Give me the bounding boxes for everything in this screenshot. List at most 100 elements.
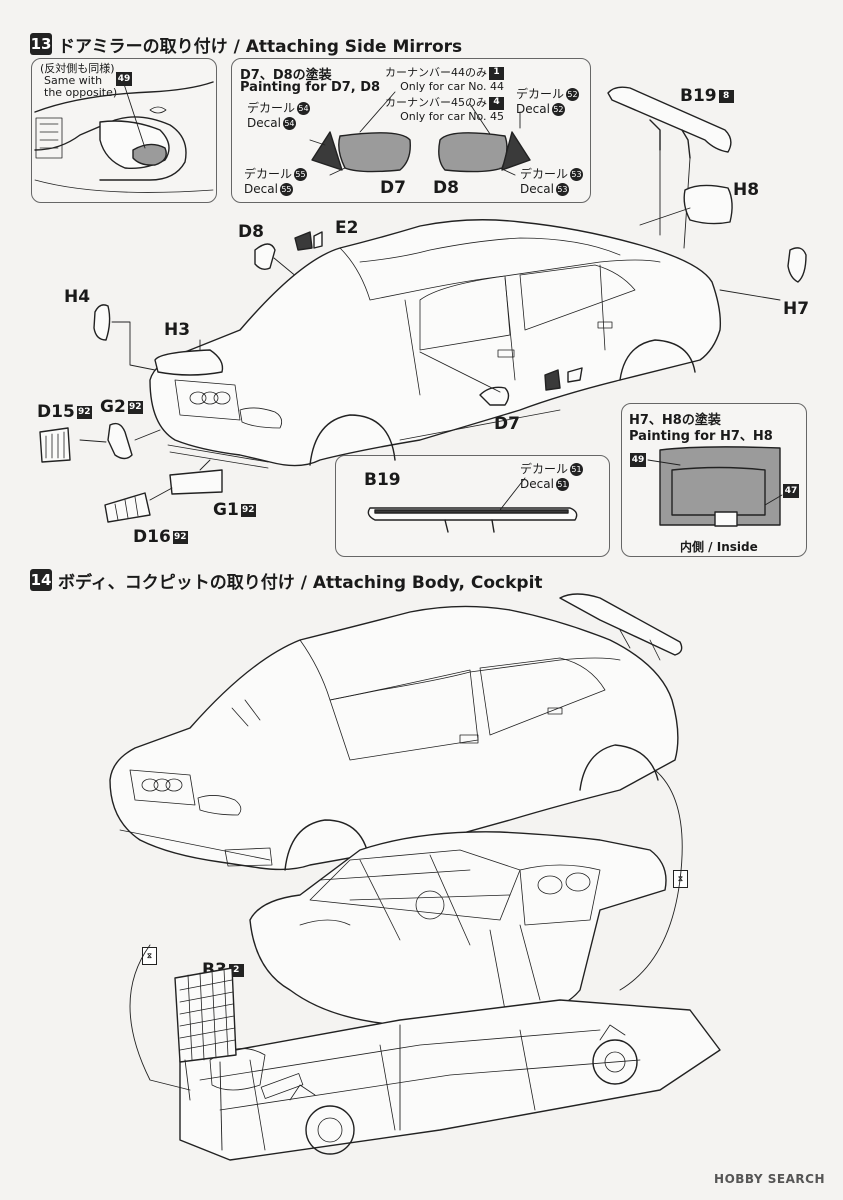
step-14-title: ボディ、コクピットの取り付け / Attaching Body, Cockpit	[58, 572, 543, 593]
car45-paint: 4	[489, 96, 504, 110]
d16-text: D16	[133, 527, 171, 547]
decal-54-num: 54	[297, 102, 311, 115]
b19-decal-box	[335, 455, 610, 557]
inset-paint-49: 49	[116, 72, 132, 86]
decal-51-jp: デカール	[520, 462, 569, 476]
e2-part	[294, 231, 313, 251]
mirror-paint-drawings	[309, 91, 531, 176]
h3-part	[154, 349, 224, 376]
h8-part	[683, 184, 733, 225]
decal-51-en: Decal	[520, 477, 554, 491]
h7h8-paint-49: 49	[630, 453, 646, 467]
mirror-paint-title-en: Painting for D7, D8	[240, 80, 381, 95]
d15-part	[39, 427, 71, 463]
h7h8-paint-47: 47	[783, 484, 799, 498]
decal-52-en: Decal	[516, 102, 550, 116]
step-13-title: ドアミラーの取り付け / Attaching Side Mirrors	[58, 36, 463, 57]
decal-55-en: Decal	[244, 182, 278, 196]
inset-mirror-drawing	[34, 81, 214, 193]
g1-part	[169, 469, 223, 495]
b19-text: B19	[680, 86, 717, 106]
d15-paint: 92	[76, 405, 92, 419]
mirror-painting-box	[231, 58, 591, 203]
b19-wing-drawing	[607, 86, 732, 249]
inset-note-en-2: the opposite)	[44, 86, 118, 99]
decal-51-num-2: 51	[555, 478, 569, 491]
d8-part	[254, 243, 276, 271]
mirror-paint-title-jp: D7、D8の塗装	[240, 68, 332, 83]
g2-paint: 92	[127, 400, 143, 414]
car44-en: Only for car No. 44	[400, 79, 504, 93]
e3-part	[544, 369, 561, 391]
cockpit-tub	[249, 831, 667, 1026]
inset-note-en-1: Same with	[44, 74, 103, 87]
b19-box-label: B19	[364, 470, 401, 490]
decal-52-jp: デカール	[516, 87, 565, 101]
decal-54-jp: デカール	[247, 101, 296, 115]
h7h8-title-jp: H7、H8の塗装	[629, 413, 721, 428]
g1-paint: 92	[240, 503, 256, 517]
g2-text: G2	[100, 397, 126, 417]
d16-part	[104, 492, 151, 523]
watermark: HOBBY SEARCH	[714, 1172, 825, 1186]
b19-paint: 8	[718, 89, 734, 103]
decal-54-num-2: 54	[282, 117, 296, 130]
step-14-header: 14 ボディ、コクピットの取り付け / Attaching Body, Cock…	[30, 567, 543, 593]
h7h8-inside: 内側 / Inside	[680, 540, 758, 554]
decal-53-num-2: 53	[555, 183, 569, 196]
label-h7: H7	[783, 299, 810, 319]
label-h4: H4	[64, 287, 91, 307]
guide-lines	[129, 769, 683, 1151]
inset-note-jp: (反対側も同様)	[40, 62, 115, 75]
decal-51-num: 51	[570, 463, 584, 476]
d15-text: D15	[37, 402, 75, 422]
h7h8-inside-drawing	[647, 446, 783, 527]
label-h3: H3	[164, 320, 191, 340]
b19-box-wing	[367, 477, 578, 533]
h7h8-title-en: Painting for H7、H8	[629, 429, 773, 444]
decal-55-num-2: 55	[279, 183, 293, 196]
label-d8: D8	[238, 222, 264, 242]
car45-en: Only for car No. 45	[400, 109, 504, 123]
car-body-step13	[149, 219, 722, 469]
chassis	[179, 999, 721, 1161]
h4-part	[93, 304, 111, 341]
label-h8: H8	[733, 180, 760, 200]
decal-53-num: 53	[570, 168, 584, 181]
label-e2: E2	[335, 218, 359, 238]
car44-jp: カーナンバー44のみ	[385, 66, 487, 79]
d16-paint: 92	[172, 530, 188, 544]
g2-part	[107, 422, 133, 460]
b3-grille	[174, 967, 237, 1063]
step-14-number: 14	[30, 569, 52, 591]
decal-52-num: 52	[566, 88, 580, 101]
h7-part	[787, 247, 807, 283]
paint-box-d8: D8	[433, 178, 459, 198]
car-body-step14	[109, 593, 683, 871]
step-13-header: 13 ドアミラーの取り付け / Attaching Side Mirrors	[30, 31, 462, 57]
d7-part	[479, 386, 510, 406]
car45-jp: カーナンバー45のみ	[385, 96, 487, 109]
decal-53-en: Decal	[520, 182, 554, 196]
decal-52-num-2: 52	[551, 103, 565, 116]
decal-54-en: Decal	[247, 116, 281, 130]
decal-53-jp: デカール	[520, 167, 569, 181]
decal-55-jp: デカール	[244, 167, 293, 181]
step-13-number: 13	[30, 33, 52, 55]
car44-paint: 1	[489, 66, 504, 80]
decal-55-num: 55	[294, 168, 308, 181]
